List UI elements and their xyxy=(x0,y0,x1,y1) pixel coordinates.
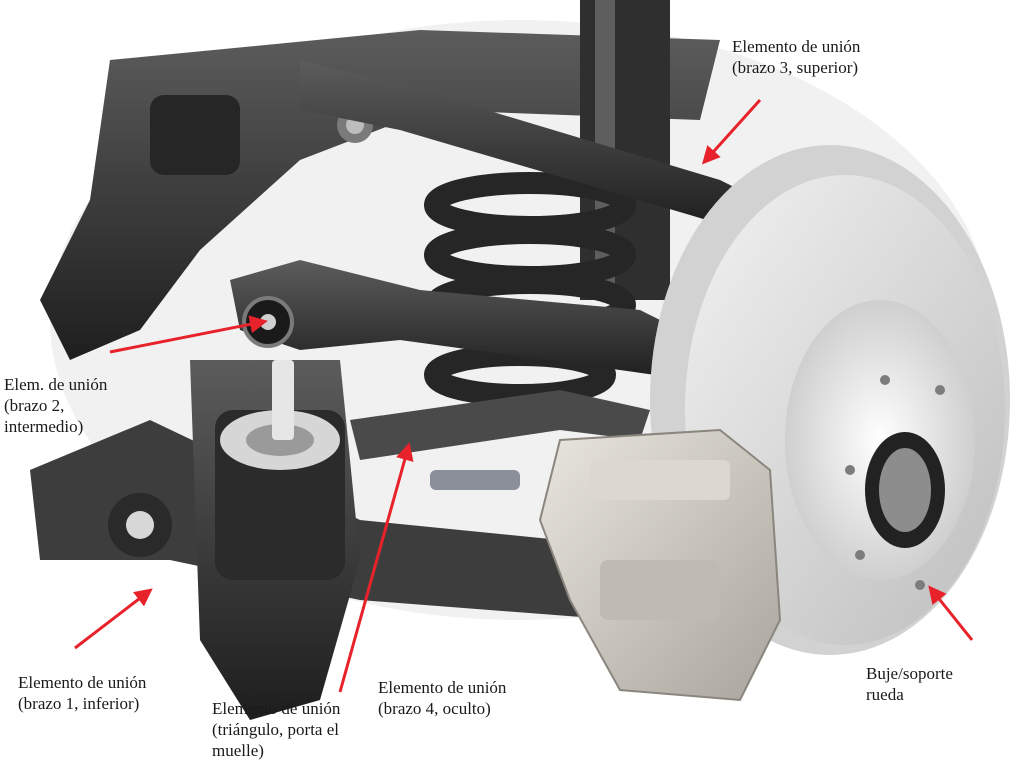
brake-caliper xyxy=(538,428,782,702)
label-arm-4-line1: Elemento de unión xyxy=(378,678,507,697)
arrow-arm2 xyxy=(109,315,268,354)
lower-arm-1 xyxy=(108,493,172,557)
arrow-arm3 xyxy=(701,98,762,165)
label-arm-3-line1: Elemento de unión xyxy=(732,37,861,56)
label-triangle: Elemento de unión (triángulo, porta el m… xyxy=(212,698,340,761)
label-arm-1: Elemento de unión (brazo 1, inferior) xyxy=(18,672,146,714)
label-hub-line1: Buje/soporte xyxy=(866,664,953,683)
label-arm-3-line2: (brazo 3, superior) xyxy=(732,58,859,77)
arrow-triangle xyxy=(338,442,414,693)
intermediate-arm-2 xyxy=(230,260,700,380)
label-arm-2-line2: (brazo 2, xyxy=(4,396,65,415)
label-hub-line2: rueda xyxy=(866,685,904,704)
label-arm-4: Elemento de unión (brazo 4, oculto) xyxy=(378,677,506,719)
label-triangle-line3: muelle) xyxy=(212,741,264,760)
label-hub: Buje/soporte rueda xyxy=(866,663,953,705)
label-arm-1-line2: (brazo 1, inferior) xyxy=(18,694,140,713)
label-arm-2-line1: Elem. de unión xyxy=(4,375,108,394)
label-arm-1-line1: Elemento de unión xyxy=(18,673,147,692)
spring-carrier-triangle xyxy=(190,360,360,720)
label-arm-2: Elem. de unión (brazo 2, intermedio) xyxy=(4,374,107,437)
label-arm-3: Elemento de unión (brazo 3, superior) xyxy=(732,36,860,78)
hub-bolt-holes xyxy=(845,375,945,590)
drive-shaft xyxy=(350,390,650,490)
arrow-hub xyxy=(928,585,974,641)
upper-arm-3 xyxy=(300,60,760,230)
label-triangle-line2: (triángulo, porta el xyxy=(212,720,339,739)
label-arm-4-line2: (brazo 4, oculto) xyxy=(378,699,491,718)
arrow-arm1 xyxy=(74,588,153,650)
label-arm-2-line3: intermedio) xyxy=(4,417,84,436)
label-triangle-line1: Elemento de unión xyxy=(212,699,341,718)
pointer-arrows xyxy=(74,98,974,693)
